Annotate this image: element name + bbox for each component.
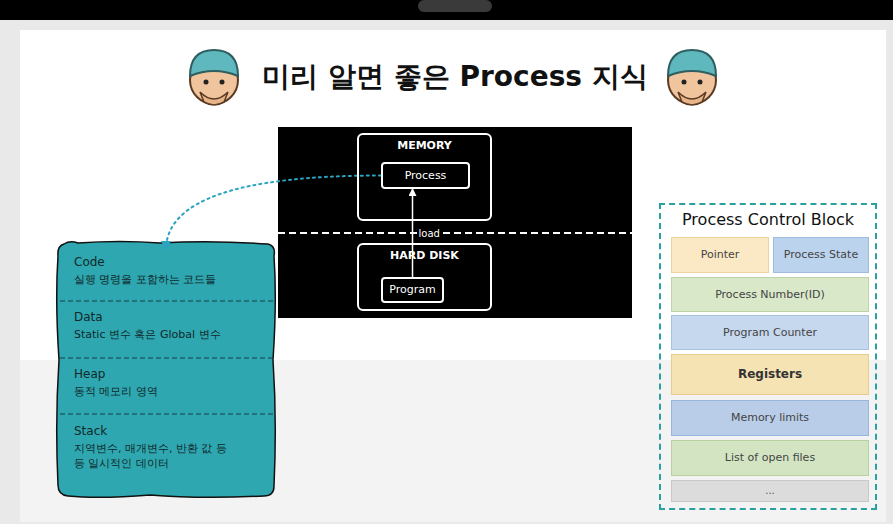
node-heading: List of open files bbox=[725, 450, 815, 465]
disk-box: HARD DISK Program bbox=[357, 243, 492, 311]
process-box: Process bbox=[381, 162, 470, 189]
pcb-row: List of open files bbox=[671, 440, 869, 476]
slide-title: 미리 알면 좋은 Process 지식 bbox=[240, 58, 670, 96]
divider bbox=[278, 232, 632, 234]
stack-section: Stack지역변수, 매개변수, 반환 값 등등 일시적인 데이터 bbox=[60, 421, 272, 493]
node-heading: Process State bbox=[784, 247, 858, 262]
pcb-box: Process Control BlockPointer Process Stat… bbox=[659, 203, 877, 510]
node-heading: Process bbox=[405, 168, 447, 183]
node-body: 동적 메모리 영역 bbox=[74, 384, 158, 399]
pcb-row: ... bbox=[671, 480, 869, 502]
pcb-row: Memory limits bbox=[671, 400, 869, 436]
section-divider bbox=[60, 414, 273, 415]
face-icon bbox=[668, 50, 716, 105]
node-heading: MEMORY bbox=[397, 138, 452, 153]
memory-box: MEMORY Process bbox=[357, 133, 492, 221]
node-heading: HARD DISK bbox=[390, 248, 459, 263]
node-body: 지역변수, 매개변수, 반환 값 등등 일시적인 데이터 bbox=[74, 441, 234, 472]
slide bbox=[20, 30, 886, 522]
pcb-row: Pointer bbox=[671, 237, 769, 273]
pcb-row: Process Number(ID) bbox=[671, 277, 869, 312]
program-box: Program bbox=[381, 277, 444, 303]
dotted-arrow bbox=[166, 176, 381, 251]
black-panel bbox=[278, 127, 632, 318]
node-heading: Registers bbox=[738, 366, 802, 383]
node-body: 실행 명령을 포함하는 코드들 bbox=[74, 272, 217, 287]
pcb-row: Process State bbox=[773, 237, 869, 273]
face-icon bbox=[190, 50, 238, 105]
node-heading: Data bbox=[74, 309, 103, 326]
load-arrow bbox=[412, 189, 414, 277]
pcb-row: Program Counter bbox=[671, 315, 869, 350]
section-divider bbox=[60, 301, 273, 302]
node-heading: Process Number(ID) bbox=[715, 287, 825, 302]
node-heading: Code bbox=[74, 254, 105, 271]
node-body: Static 변수 혹은 Global 변수 bbox=[74, 327, 221, 342]
title-text: 미리 알면 좋은 Process 지식 bbox=[240, 58, 670, 96]
node-heading: Program Counter bbox=[723, 325, 817, 340]
code-section: Code실행 명령을 포함하는 코드들 bbox=[60, 252, 272, 300]
node-heading: Process Control Block bbox=[682, 209, 854, 231]
node-heading: Stack bbox=[74, 423, 107, 440]
node-heading: Program bbox=[389, 282, 435, 297]
section-divider bbox=[60, 358, 273, 359]
node-heading: Memory limits bbox=[731, 410, 809, 425]
video-control bbox=[418, 0, 492, 12]
pcb-row: Registers bbox=[671, 354, 869, 395]
video-bar bbox=[0, 0, 893, 20]
node-heading: ... bbox=[765, 484, 775, 498]
data-section: DataStatic 변수 혹은 Global 변수 bbox=[60, 307, 272, 357]
edge-label: load bbox=[417, 228, 442, 239]
node-heading: Pointer bbox=[701, 247, 740, 262]
node-heading: Heap bbox=[74, 366, 105, 383]
memory-panel bbox=[57, 242, 276, 498]
heap-section: Heap동적 메모리 영역 bbox=[60, 364, 272, 412]
